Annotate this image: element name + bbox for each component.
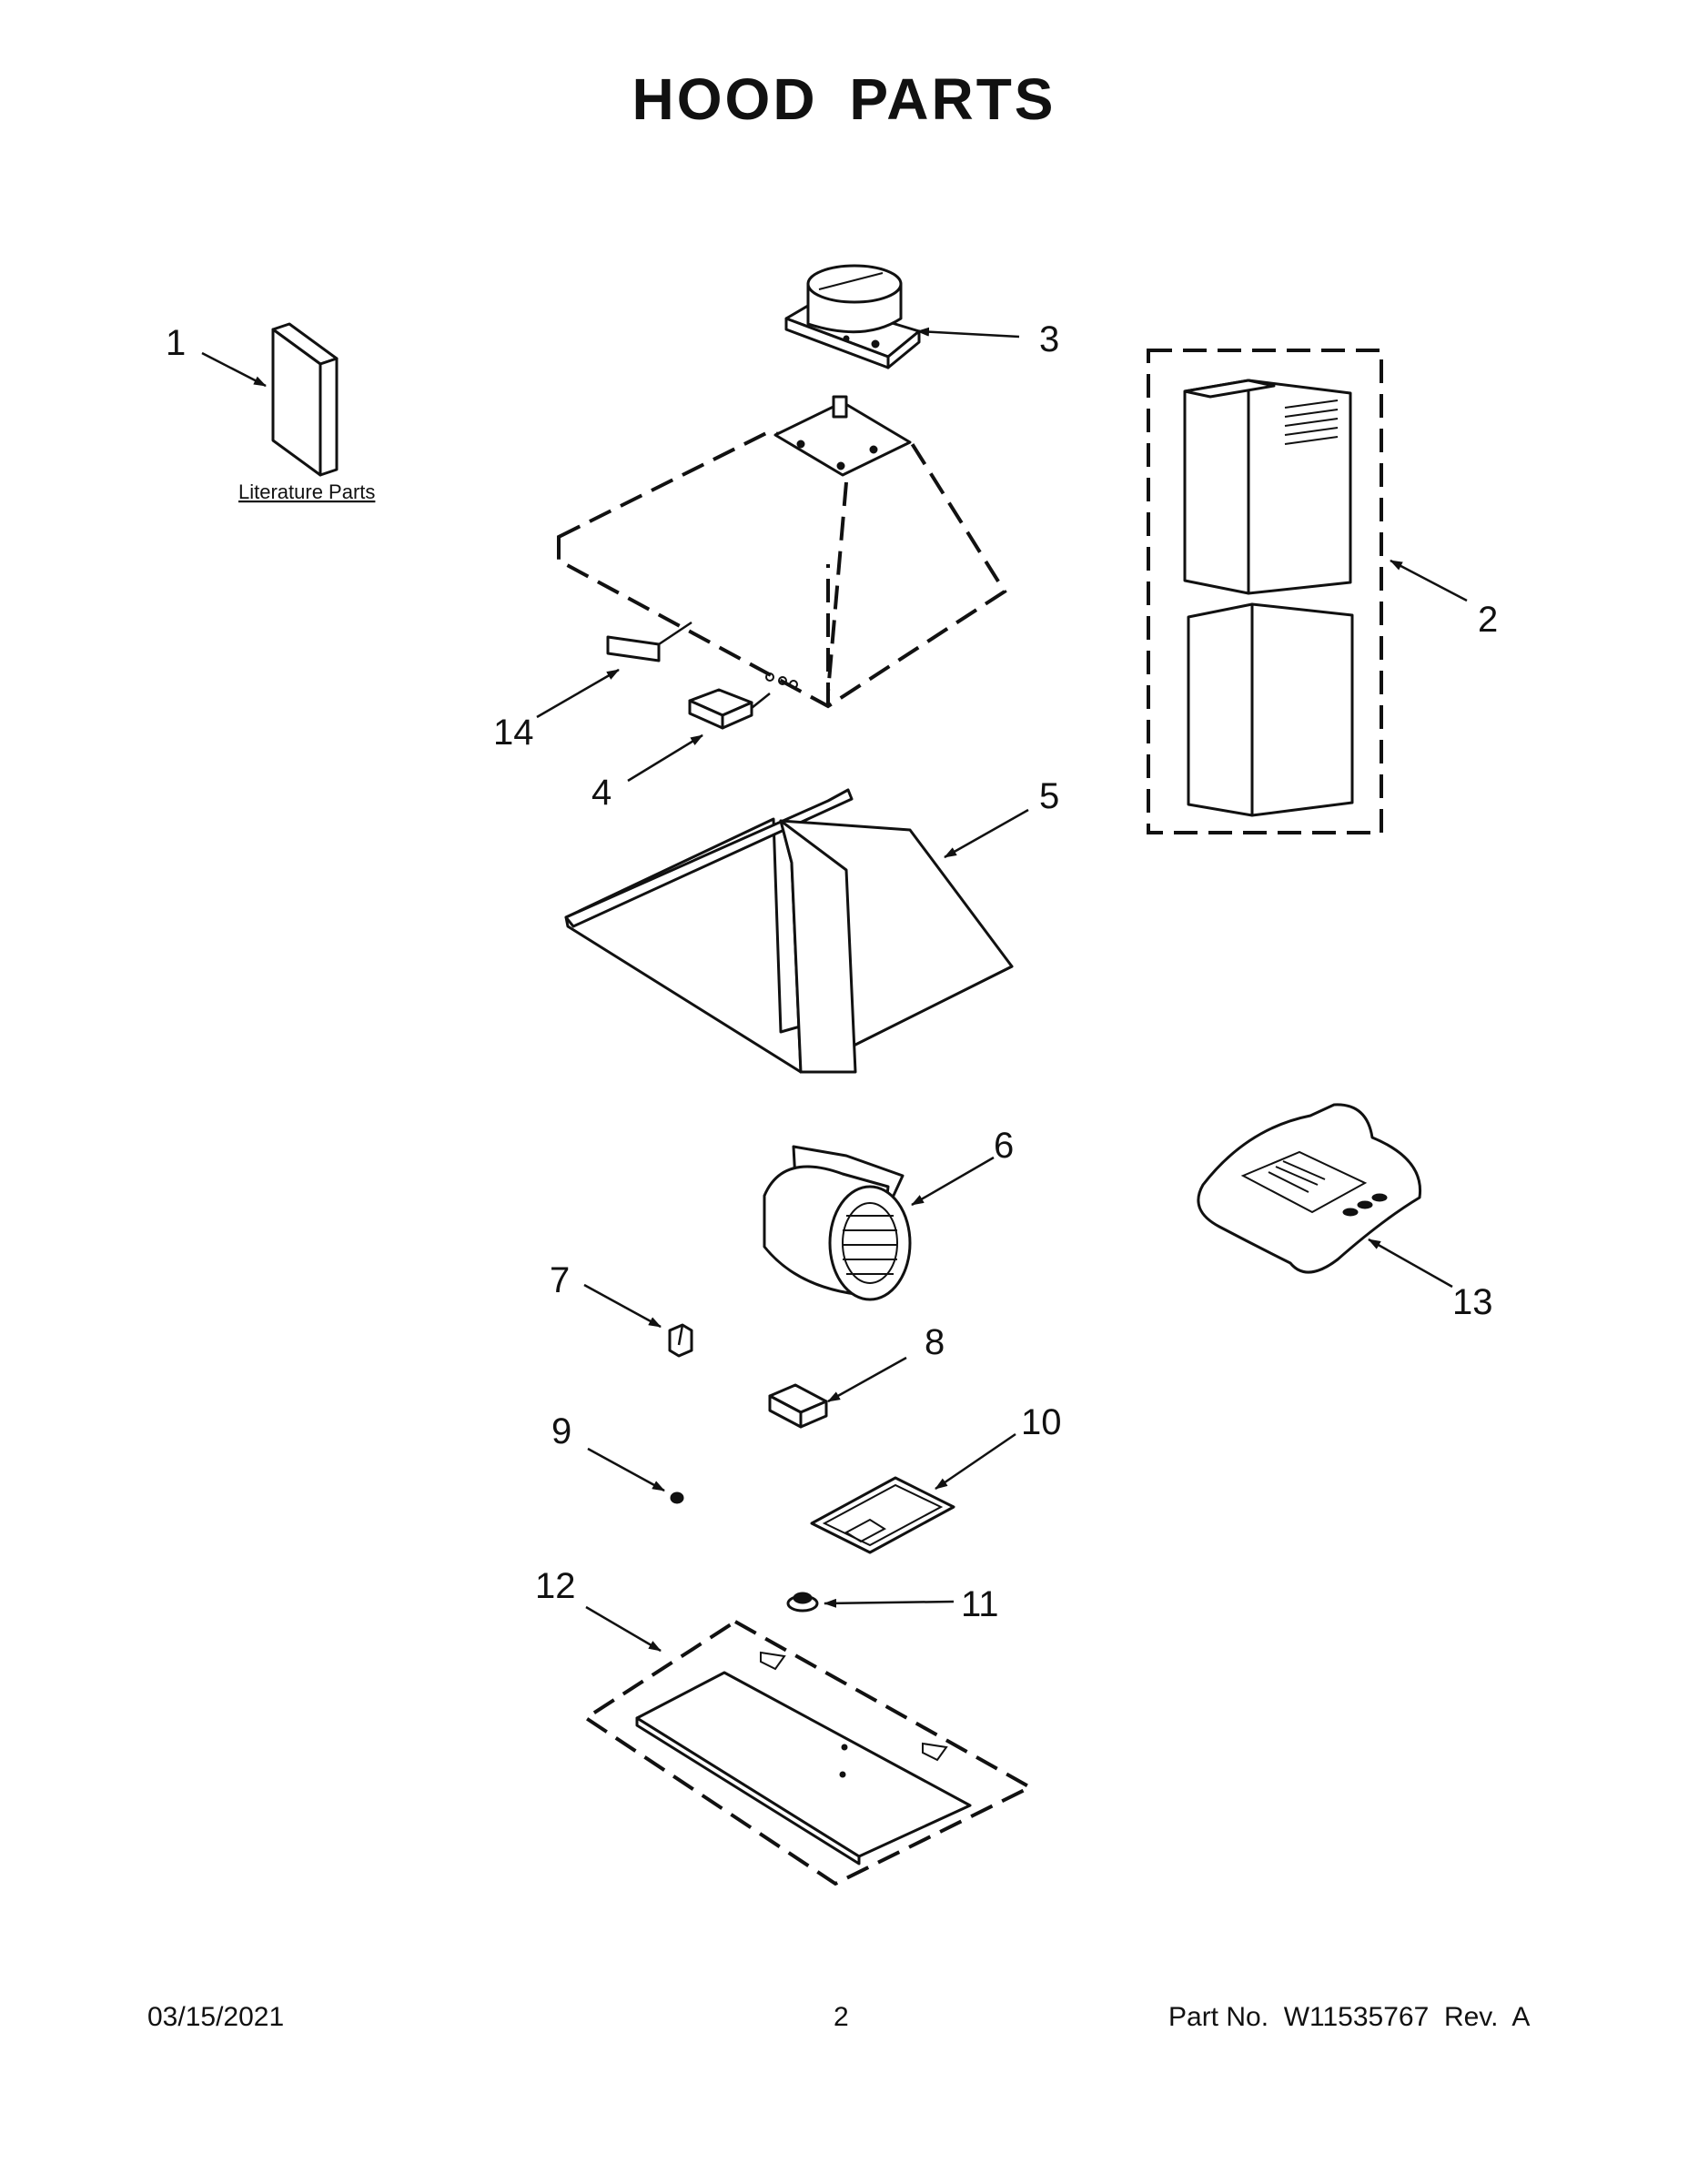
part-9-knob[interactable]: 9 (551, 1411, 684, 1504)
callout-10: 10 (1021, 1402, 1062, 1442)
part-11-bulb[interactable]: 11 (786, 1584, 999, 1624)
callout-11: 11 (961, 1584, 999, 1624)
callout-3: 3 (1039, 319, 1059, 359)
footer-date: 03/15/2021 (147, 2002, 285, 2032)
footer-page-number: 2 (834, 2002, 849, 2032)
callout-4: 4 (591, 773, 612, 813)
footer-part-number: Part No. W11535767 Rev. A (1168, 2002, 1531, 2032)
callout-6: 6 (994, 1126, 1014, 1166)
part-2-chimney-covers[interactable]: 2 (1147, 349, 1498, 834)
part-3-damper[interactable]: 3 (784, 264, 1059, 369)
part-6-blower[interactable]: 6 (763, 1126, 1014, 1301)
part-5-canopy[interactable]: 5 (564, 776, 1059, 1074)
hood-body-outline (557, 395, 1007, 709)
part-8-light[interactable]: 8 (768, 1322, 945, 1429)
part-7-switch[interactable]: 7 (550, 1260, 693, 1358)
callout-8: 8 (925, 1322, 945, 1362)
callout-14: 14 (493, 713, 534, 753)
callout-1: 1 (166, 323, 186, 363)
callout-9: 9 (551, 1411, 571, 1451)
callout-2: 2 (1478, 600, 1498, 640)
part-10-grease-filter[interactable]: 10 (810, 1402, 1062, 1554)
callout-13: 13 (1452, 1282, 1493, 1322)
part-12-bottom-panel[interactable]: 12 (535, 1566, 1035, 1886)
page-title: HOOD PARTS (632, 66, 1056, 132)
callout-5: 5 (1039, 776, 1059, 816)
callout-12: 12 (535, 1566, 576, 1606)
part-1-literature[interactable]: 1 Literature Parts (166, 322, 375, 503)
literature-parts-label: Literature Parts (238, 480, 375, 503)
part-14-control-label[interactable]: 14 (493, 621, 692, 753)
part-13-charcoal-filter-kit[interactable]: 13 (1197, 1103, 1493, 1322)
callout-7: 7 (550, 1260, 570, 1300)
part-4-control-panel[interactable]: 4 (591, 672, 798, 813)
